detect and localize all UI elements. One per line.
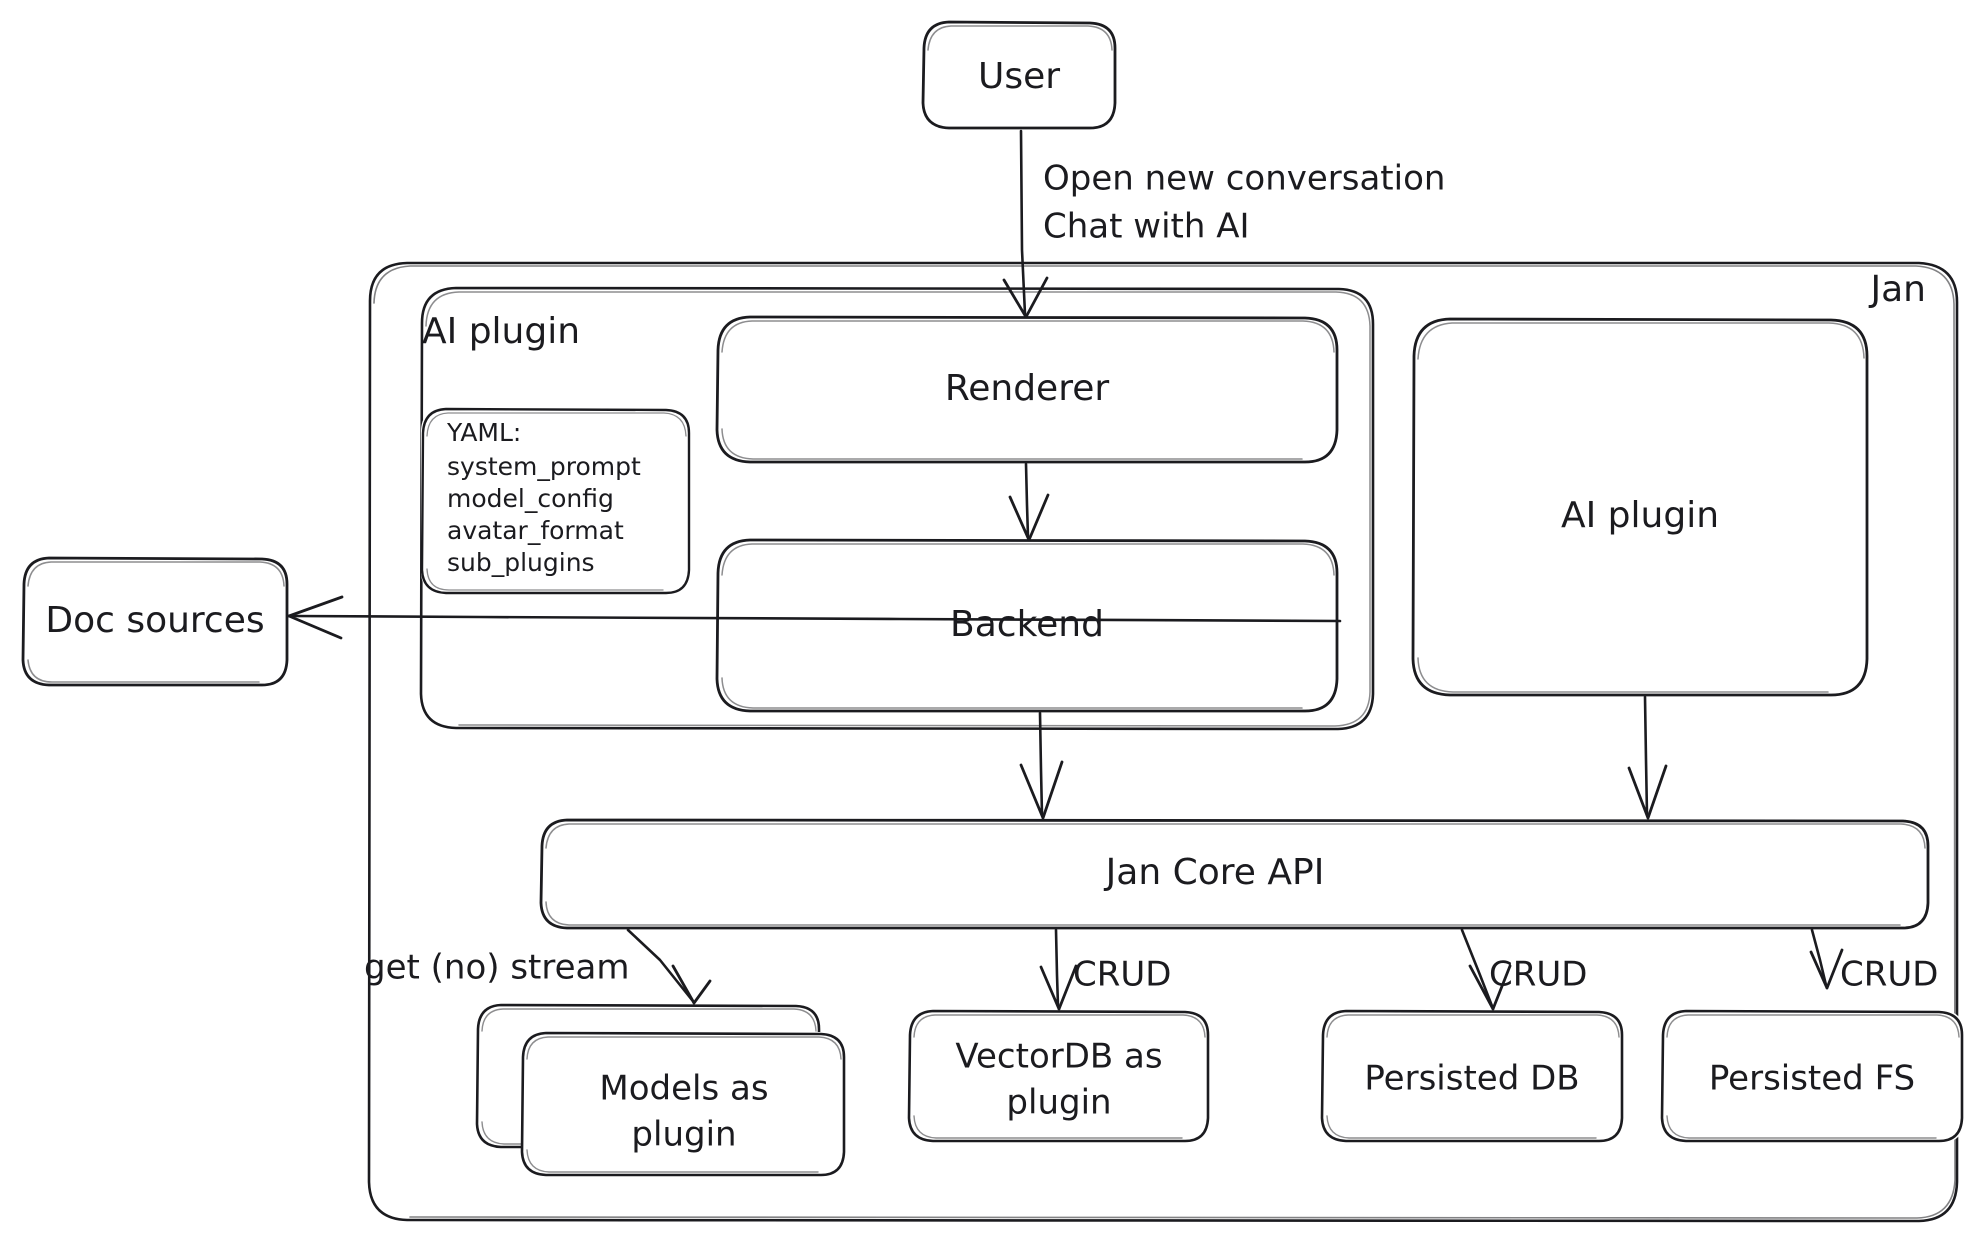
edge-ai-plugin-to-jan-core-api <box>1627 695 1668 820</box>
node-renderer[interactable]: Renderer <box>715 315 1339 464</box>
edge-jan-core-to-models-plugin: get (no) stream <box>364 928 712 1005</box>
node-label-ai-plugin-box: AI plugin <box>1561 495 1719 536</box>
node-vectordb-plugin[interactable]: VectorDB as plugin <box>907 1009 1210 1143</box>
node-jan-core-api[interactable]: Jan Core API <box>539 818 1930 930</box>
node-label-renderer: Renderer <box>945 368 1110 409</box>
card-yaml-config: YAML: system_prompt model_config avatar_… <box>420 407 691 595</box>
edge-jan-core-to-vectordb: CRUD <box>1039 928 1171 1011</box>
edge-label-crud-vectordb: CRUD <box>1073 955 1171 995</box>
node-label-models-plugin-line2: plugin <box>631 1115 736 1155</box>
group-label-jan: Jan <box>1869 269 1927 310</box>
edge-backend-to-jan-core-api <box>1019 711 1064 820</box>
yaml-line-2: model_config <box>447 484 614 513</box>
yaml-line-4: sub_plugins <box>447 548 595 577</box>
edge-label-user-to-renderer-line2: Chat with AI <box>1043 207 1250 247</box>
edge-jan-core-to-persisted-fs: CRUD <box>1809 928 1938 995</box>
node-backend[interactable]: Backend <box>715 538 1339 713</box>
edge-jan-core-to-persisted-db: CRUD <box>1460 928 1587 1011</box>
edge-backend-to-doc-sources <box>287 595 1342 640</box>
yaml-line-0: YAML: <box>446 418 521 447</box>
node-label-doc-sources: Doc sources <box>45 600 264 641</box>
edge-label-crud-persisted-fs: CRUD <box>1840 955 1938 995</box>
edge-user-to-renderer: Open new conversation Chat with AI <box>1002 129 1445 319</box>
node-label-user: User <box>978 56 1060 97</box>
node-persisted-db[interactable]: Persisted DB <box>1320 1009 1624 1143</box>
node-label-persisted-fs: Persisted FS <box>1709 1059 1915 1099</box>
node-doc-sources[interactable]: Doc sources <box>21 556 289 687</box>
edge-label-get-no-stream: get (no) stream <box>364 948 629 988</box>
node-label-vectordb-plugin-line1: VectorDB as <box>955 1037 1162 1077</box>
node-label-jan-core-api: Jan Core API <box>1104 852 1325 893</box>
yaml-line-1: system_prompt <box>447 452 641 481</box>
node-user[interactable]: User <box>921 20 1117 130</box>
node-label-vectordb-plugin-line2: plugin <box>1006 1083 1111 1123</box>
node-models-plugin[interactable]: Models as plugin <box>475 1003 846 1177</box>
edge-label-crud-persisted-db: CRUD <box>1489 955 1587 995</box>
node-label-models-plugin-line1: Models as <box>599 1069 768 1109</box>
node-persisted-fs[interactable]: Persisted FS <box>1660 1009 1964 1143</box>
node-label-persisted-db: Persisted DB <box>1364 1059 1579 1099</box>
edge-renderer-to-backend <box>1008 462 1050 542</box>
node-label-backend: Backend <box>950 604 1104 645</box>
yaml-line-3: avatar_format <box>447 516 624 545</box>
node-ai-plugin-box[interactable]: AI plugin <box>1411 317 1869 697</box>
group-label-ai-plugin: AI plugin <box>422 311 580 352</box>
edge-label-user-to-renderer-line1: Open new conversation <box>1043 159 1445 199</box>
